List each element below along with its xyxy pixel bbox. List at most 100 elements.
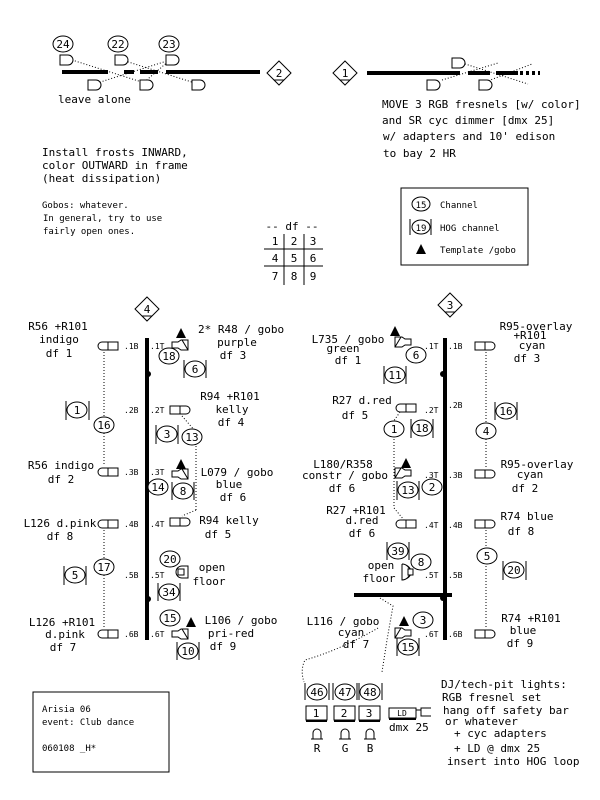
svg-text:kelly: kelly: [215, 403, 248, 416]
svg-text:7: 7: [272, 270, 279, 283]
svg-text:R74 +R101: R74 +R101: [501, 612, 561, 625]
dj-note-line: or whatever: [445, 715, 518, 728]
boom-3: 3 L735 / gobo green df 1 R27 d.red df 5 …: [301, 292, 574, 683]
svg-text:.1T: .1T: [150, 342, 165, 351]
hog-channel-number: 10: [181, 645, 194, 658]
dimmer-number: 3: [366, 707, 373, 720]
svg-text:R27 d.red: R27 d.red: [332, 394, 392, 407]
hog-channel-number: 39: [391, 545, 404, 558]
svg-text:.6T: .6T: [424, 630, 439, 639]
svg-text:6: 6: [310, 252, 317, 265]
svg-text:df 3: df 3: [514, 352, 541, 365]
position-marker: [266, 60, 292, 86]
hog-channel-number: 18: [415, 422, 428, 435]
title-line: Arisia 06: [42, 705, 91, 715]
channel-number: 2: [429, 481, 436, 494]
hog-channel-number: 1: [74, 404, 81, 417]
svg-text:d.red: d.red: [345, 514, 378, 527]
boom-4: 4 R56 +R101 indigo df 1 R56 indigo df 2 …: [24, 296, 284, 660]
svg-text:.3T: .3T: [424, 471, 439, 480]
svg-text:1: 1: [272, 235, 279, 248]
position-marker: [134, 296, 160, 322]
svg-text:df 6: df 6: [329, 482, 356, 495]
channel-number: 23: [162, 38, 175, 51]
svg-text:df 6: df 6: [220, 491, 247, 504]
template-gobo-icon: [399, 616, 409, 626]
svg-text:L106 / gobo: L106 / gobo: [205, 614, 278, 627]
svg-text:floor: floor: [362, 572, 395, 585]
legend: 15 Channel 19 HOG channel Template /gobo: [400, 187, 529, 266]
svg-text:df 7: df 7: [343, 638, 370, 651]
svg-text:df 3: df 3: [220, 349, 247, 362]
color-label: R: [314, 742, 321, 755]
svg-text:.2T: .2T: [424, 406, 439, 415]
svg-text:dmx 25: dmx 25: [389, 721, 429, 734]
legend-label: Template /gobo: [440, 246, 516, 256]
title-line: 060108 _H*: [42, 744, 96, 754]
hog-channel-number: 48: [363, 686, 376, 699]
hog-channel-number: 8: [180, 485, 187, 498]
svg-text:df 2: df 2: [512, 482, 539, 495]
channel-number: 20: [163, 553, 176, 566]
move-note-line: to bay 2 HR: [383, 147, 456, 160]
svg-text:.2B: .2B: [448, 401, 463, 410]
instrument: [478, 79, 493, 91]
svg-text:open: open: [199, 561, 226, 574]
svg-text:df 2: df 2: [48, 473, 75, 486]
position-marker-label: 3: [447, 299, 454, 312]
svg-text:R56 +R101: R56 +R101: [28, 320, 88, 333]
svg-text:R95-overlay: R95-overlay: [501, 458, 574, 471]
svg-text:.4B: .4B: [448, 521, 463, 530]
install-note: Install frosts INWARD, color OUTWARD in …: [42, 146, 188, 185]
hog-channel-number: 46: [310, 686, 323, 699]
svg-text:pri-red: pri-red: [208, 627, 254, 640]
svg-text:.3B: .3B: [124, 468, 139, 477]
channel-number: 24: [56, 38, 70, 51]
color-label: G: [342, 742, 349, 755]
svg-text:df 6: df 6: [349, 527, 376, 540]
hog-channel-symbol: [411, 219, 431, 235]
svg-text:2* R48 / gobo: 2* R48 / gobo: [198, 323, 284, 336]
ld-dimmer: LD dmx 25: [388, 707, 431, 734]
svg-text:df 5: df 5: [205, 528, 232, 541]
title-block: Arisia 06 event: Club dance 060108 _H*: [32, 691, 170, 773]
channel-number: 3: [420, 614, 427, 627]
legend-label: HOG channel: [440, 224, 500, 234]
move-note-line: and SR cyc dimmer [dmx 25]: [382, 114, 554, 127]
svg-text:cyan: cyan: [519, 339, 546, 352]
svg-text:L116 / gobo: L116 / gobo: [307, 615, 380, 628]
svg-text:R56 indigo: R56 indigo: [28, 459, 94, 472]
svg-text:L079 / gobo: L079 / gobo: [201, 466, 274, 479]
template-gobo-icon: [176, 328, 186, 338]
svg-text:fairly open ones.: fairly open ones.: [43, 227, 135, 237]
dimmer-number: 2: [341, 707, 348, 720]
df-grid-title: -- df --: [266, 220, 319, 233]
svg-text:+R101: +R101: [513, 329, 546, 342]
svg-text:.1B: .1B: [124, 342, 139, 351]
position-marker-label: 1: [342, 67, 349, 80]
svg-text:R94 kelly: R94 kelly: [199, 514, 259, 527]
channel-number: 8: [418, 556, 425, 569]
move-note-line: w/ adapters and 10' edison: [383, 130, 555, 143]
svg-text:indigo: indigo: [39, 333, 79, 346]
svg-text:L126 +R101: L126 +R101: [29, 616, 95, 629]
dimmer-number: 1: [313, 707, 320, 720]
leave-alone-note: leave alone: [58, 93, 131, 106]
svg-text:df 7: df 7: [50, 641, 77, 654]
channel-circle: [107, 35, 129, 53]
svg-text:2: 2: [291, 235, 298, 248]
svg-text:In general, try to use: In general, try to use: [43, 214, 162, 224]
channel-number: 14: [151, 481, 165, 494]
channel-circle: [158, 35, 180, 53]
rgb-unit-r: 46 1 R: [304, 683, 330, 755]
svg-text:.6T: .6T: [150, 630, 165, 639]
svg-text:.5T: .5T: [150, 571, 165, 580]
svg-text:.6B: .6B: [124, 630, 139, 639]
channel-number: 16: [97, 419, 110, 432]
df-grid: -- df -- 1 2 3 4 5 6 7 8 9: [264, 220, 323, 285]
svg-text:L180/R358: L180/R358: [313, 458, 373, 471]
svg-text:L126 d.pink: L126 d.pink: [24, 517, 97, 530]
gobo-note: Gobos: whatever. In general, try to use …: [42, 201, 162, 237]
hog-channel-number: 47: [338, 686, 351, 699]
hog-channel-number: 16: [499, 405, 512, 418]
